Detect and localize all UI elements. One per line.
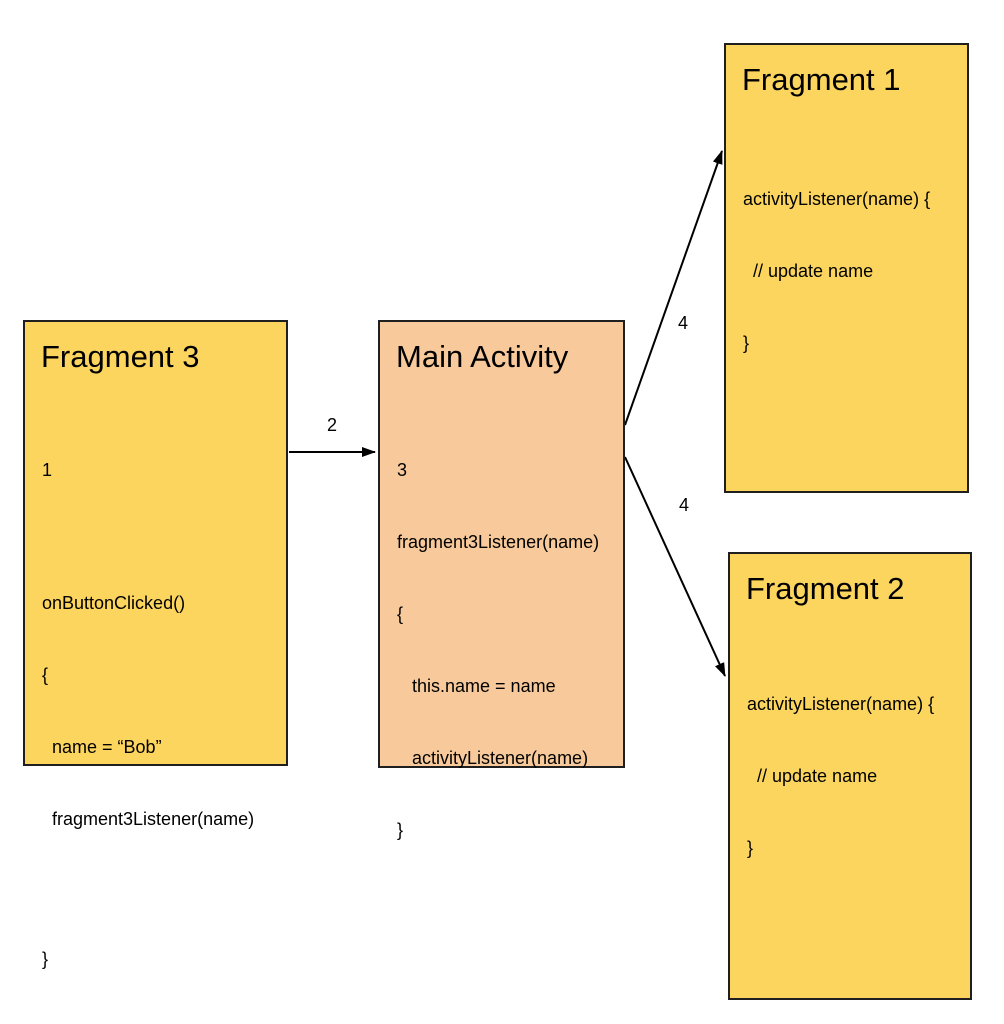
fragment1-code: activityListener(name) { // update name … [743,139,930,403]
code-line: fragment3Listener(name) [397,532,600,552]
arrow-step4-top [624,150,723,426]
code-line: 3 [397,460,408,480]
code-line: activityListener(name) { [743,189,931,209]
main-activity-box: Main Activity 3 fragment3Listener(name) … [378,320,625,840]
fragment2-code: activityListener(name) { // update name … [747,644,934,908]
code-line [42,879,254,899]
main-activity-code: 3 fragment3Listener(name) { this.name = … [397,410,599,890]
fragment2-box: Fragment 2 activityListener(name) { // u… [728,552,972,1000]
code-line: } [397,820,404,840]
code-line: fragment3Listener(name) [42,809,255,829]
code-line: { [42,665,49,685]
fragment1-title: Fragment 1 [742,62,901,97]
code-line: this.name = name [397,676,556,696]
code-line: } [42,949,49,969]
code-line: activityListener(name) { [747,694,935,714]
code-line: } [747,838,754,858]
fragment3-box: Fragment 3 1 onButtonClicked() { name = … [23,320,288,969]
fragment3-title: Fragment 3 [41,339,200,374]
arrow-step4-bottom [624,456,726,677]
code-line: } [743,333,750,353]
code-line: // update name [747,766,878,786]
code-line: // update name [743,261,874,281]
code-line: { [397,604,404,624]
fragment1-box: Fragment 1 activityListener(name) { // u… [724,43,969,493]
main-activity-title: Main Activity [396,339,569,374]
code-line: onButtonClicked() [42,593,186,613]
code-line [42,530,254,543]
arrow-label-step2: 2 [326,415,337,435]
fragment3-code: 1 onButtonClicked() { name = “Bob” fragm… [42,410,254,1019]
code-line: 1 [42,460,53,480]
arrow-label-step4-top: 4 [677,313,688,333]
code-line: name = “Bob” [42,737,162,757]
fragment2-title: Fragment 2 [746,571,905,606]
arrow-label-step4-bottom: 4 [678,495,689,515]
code-line: activityListener(name) [397,748,589,768]
